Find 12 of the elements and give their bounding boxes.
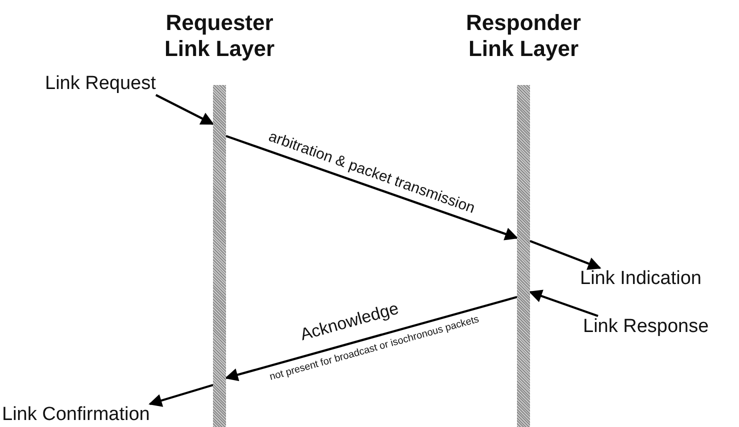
signal-text: Link Response (583, 316, 709, 338)
signal-text: Link Confirmation (2, 404, 150, 426)
lifeline-heading: Responder Link Layer (465, 10, 582, 62)
arrow (530, 240, 602, 270)
arrow (226, 134, 518, 240)
arrow (155, 94, 214, 125)
signal-text: Link Request (45, 73, 156, 95)
lifeline-heading: Requester Link Layer (163, 10, 276, 62)
arrow (528, 290, 598, 318)
signal-text: Link Indication (580, 268, 702, 290)
arrow (224, 296, 518, 382)
arrow (148, 384, 214, 407)
